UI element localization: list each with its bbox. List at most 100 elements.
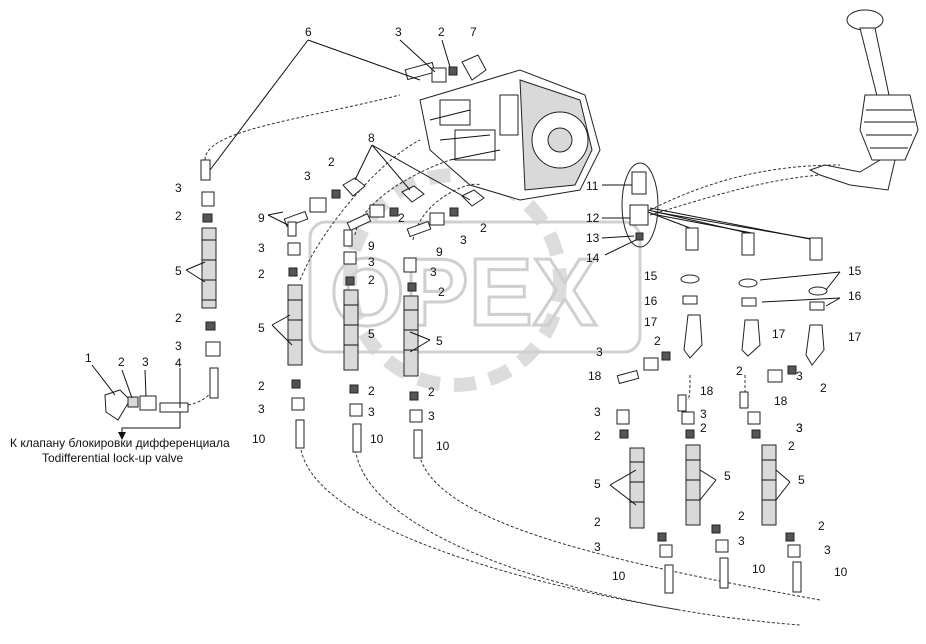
label-2: 2: [368, 384, 375, 398]
label-3: 3: [700, 407, 707, 421]
arrow-down-icon: [118, 432, 126, 440]
label-1: 1: [85, 351, 92, 365]
label-2: 2: [700, 421, 707, 435]
label-3: 3: [596, 345, 603, 359]
label-3: 3: [796, 421, 803, 435]
caption-block: К клапану блокировки дифференциала Todif…: [10, 412, 230, 465]
label-17: 17: [848, 330, 862, 344]
label-8: 8: [368, 131, 375, 145]
label-11: 11: [586, 179, 599, 193]
label-3: 3: [175, 181, 182, 195]
label-9: 9: [436, 245, 443, 259]
label-18: 18: [588, 369, 602, 383]
label-3: 3: [460, 233, 467, 247]
label-2: 2: [175, 311, 182, 325]
gearbox: [419, 69, 601, 201]
label-2: 2: [594, 429, 601, 443]
label-3: 3: [428, 409, 435, 423]
label-2: 2: [258, 379, 265, 393]
label-5: 5: [798, 473, 805, 487]
caption-line-1: К клапану блокировки дифференциала: [10, 436, 230, 450]
gear-shift-lever: [808, 9, 919, 191]
label-2: 2: [820, 381, 827, 395]
label-6: 6: [305, 25, 312, 39]
label-15: 15: [848, 264, 862, 278]
label-3: 3: [594, 405, 601, 419]
valve-fittings: [342, 54, 487, 207]
label-3: 3: [368, 255, 375, 269]
label-10: 10: [752, 562, 766, 576]
label-14: 14: [586, 251, 600, 265]
leader-lines: [91, 39, 841, 506]
label-2: 2: [480, 221, 487, 235]
label-3: 3: [796, 421, 803, 435]
part-column-f: [677, 394, 729, 589]
label-2: 2: [118, 355, 125, 369]
part-column-c: [343, 204, 399, 453]
label-15: 15: [644, 269, 658, 283]
label-5: 5: [724, 469, 731, 483]
label-3: 3: [304, 169, 311, 183]
label-2: 2: [818, 519, 825, 533]
label-2: 2: [438, 285, 445, 299]
connector-lines: [647, 207, 819, 241]
label-2: 2: [175, 209, 182, 223]
caption-line-2: Todifferential lock-up valve: [42, 451, 184, 465]
label-2: 2: [428, 385, 435, 399]
label-3: 3: [430, 265, 437, 279]
watermark-text: OPEX: [330, 239, 597, 346]
label-10: 10: [612, 569, 626, 583]
label-16: 16: [848, 289, 862, 303]
part-column-e: [616, 351, 674, 594]
label-5: 5: [594, 477, 601, 491]
label-3: 3: [738, 534, 745, 548]
label-3: 3: [368, 405, 375, 419]
label-17: 17: [644, 315, 658, 329]
watermark: OPEX: [308, 168, 642, 392]
label-9: 9: [368, 239, 375, 253]
label-3: 3: [796, 369, 803, 383]
label-12: 12: [586, 211, 600, 225]
label-3: 3: [175, 339, 182, 353]
label-2: 2: [328, 155, 335, 169]
label-9: 9: [258, 211, 265, 225]
label-2: 2: [438, 25, 445, 39]
label-2: 2: [654, 334, 661, 348]
label-10: 10: [370, 432, 384, 446]
label-7: 7: [470, 25, 477, 39]
label-5: 5: [436, 334, 443, 348]
label-3: 3: [142, 355, 149, 369]
label-2: 2: [258, 267, 265, 281]
label-2: 2: [594, 515, 601, 529]
label-13: 13: [586, 231, 600, 245]
label-3: 3: [824, 543, 831, 557]
distribution-block: [621, 162, 659, 248]
label-2: 2: [788, 439, 795, 453]
label-18: 18: [700, 384, 714, 398]
label-3: 3: [258, 402, 265, 416]
label-5: 5: [368, 327, 375, 341]
label-18: 18: [774, 394, 788, 408]
label-4: 4: [175, 356, 182, 370]
label-2: 2: [736, 364, 743, 378]
part-labels: 6 3 2 7 8 3 2 3 2 9 3 2 5 2 3 4 5 2 3 10…: [85, 25, 862, 583]
pipes: [187, 94, 841, 626]
label-2: 2: [368, 273, 375, 287]
part-column-g: [739, 365, 802, 593]
label-3: 3: [594, 540, 601, 554]
label-16: 16: [644, 294, 658, 308]
label-2: 2: [398, 211, 405, 225]
label-17: 17: [772, 327, 786, 341]
label-3: 3: [258, 241, 265, 255]
label-10: 10: [834, 565, 848, 579]
label-5: 5: [258, 321, 265, 335]
label-10: 10: [252, 432, 266, 446]
label-2: 2: [738, 509, 745, 523]
label-5: 5: [175, 264, 182, 278]
part-column-d: [403, 207, 459, 459]
label-10: 10: [436, 439, 450, 453]
label-3: 3: [395, 25, 402, 39]
part-column-a: [104, 159, 221, 421]
